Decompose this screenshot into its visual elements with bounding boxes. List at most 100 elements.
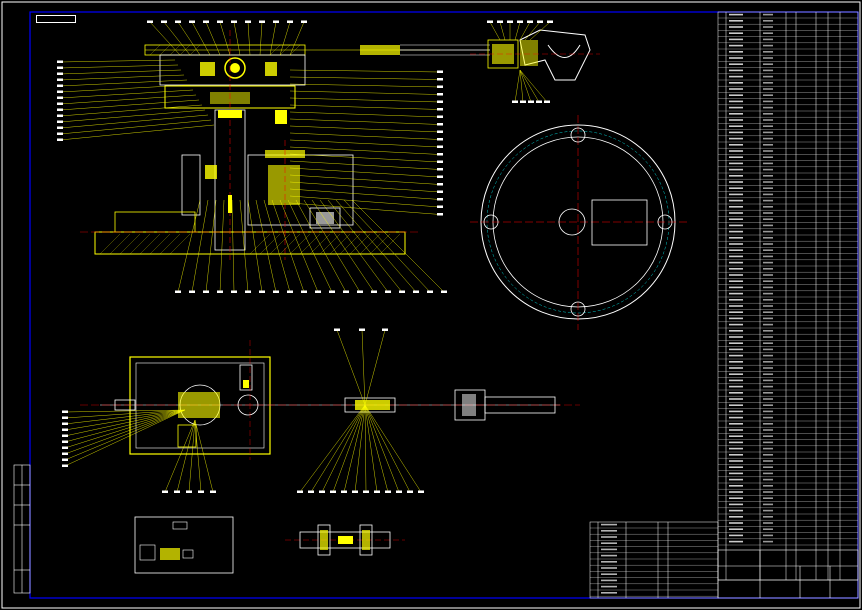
balloon-tick (437, 168, 443, 171)
leader-line (364, 404, 367, 493)
leader-line (289, 202, 441, 215)
balloon-tick (57, 90, 63, 93)
parts-row-name (763, 268, 773, 270)
leader-line (64, 409, 186, 437)
leader-line (311, 199, 375, 293)
leader-line (239, 199, 249, 293)
leader-line (289, 76, 441, 80)
parts-row-name (763, 44, 773, 47)
balloon-tick (57, 138, 63, 141)
balloon-tick (520, 100, 526, 103)
balloon-tick (57, 84, 63, 87)
balloon-tick (512, 100, 518, 103)
parts-row-code (729, 63, 743, 65)
secondary-row-code (601, 592, 617, 594)
balloon-tick (427, 290, 433, 293)
parts-row-name (763, 342, 773, 344)
main-elevation-view (80, 30, 490, 260)
parts-row-name (763, 119, 773, 121)
parts-row-code (729, 348, 743, 351)
parts-row-code (729, 317, 743, 320)
parts-row-name (763, 206, 773, 208)
balloon-tick (437, 153, 443, 156)
balloon-tick (245, 20, 251, 23)
parts-row-code (729, 187, 743, 189)
parts-row-code (729, 305, 743, 307)
leader-line (327, 199, 403, 293)
parts-row-code (729, 181, 743, 183)
balloon-tick (437, 213, 443, 216)
parts-row-code (729, 261, 743, 264)
leader-line (177, 21, 201, 56)
parts-row-name (763, 416, 773, 419)
leader-line (364, 404, 378, 493)
parts-row-name (763, 113, 773, 115)
balloon-tick (57, 96, 63, 99)
leader-line (289, 188, 441, 200)
balloon-tick (57, 132, 63, 135)
secondary-row-code (601, 585, 617, 588)
balloon-tick (217, 20, 223, 23)
leader-line (289, 139, 441, 148)
leader-line (519, 21, 531, 41)
leader-line (364, 404, 389, 493)
leader-line (364, 329, 386, 406)
balloon-tick (363, 490, 369, 493)
parts-row-name (763, 88, 773, 90)
parts-row-code (729, 472, 743, 475)
parts-row-code (729, 534, 743, 537)
balloon-tick (385, 490, 391, 493)
balloon-tick (57, 120, 63, 123)
balloon-number-marks (57, 20, 553, 493)
parts-row-name (763, 230, 773, 233)
leader-line (343, 404, 366, 493)
leader-line (59, 59, 176, 63)
balloon-tick (396, 490, 402, 493)
parts-row-code (729, 125, 743, 127)
parts-row-code (729, 249, 743, 251)
parts-row-name (763, 367, 773, 369)
balloon-tick (273, 290, 279, 293)
parts-row-name (763, 20, 773, 22)
leader-line (303, 199, 361, 293)
detail-view-a (134, 516, 234, 574)
leader-line (59, 124, 215, 141)
leader-line (321, 404, 366, 493)
parts-row-name (763, 13, 773, 16)
balloon-tick (57, 72, 63, 75)
parts-row-code (729, 503, 743, 506)
parts-row-name (763, 472, 773, 475)
leader-line (163, 21, 191, 56)
parts-row-code (729, 491, 743, 493)
leader-line (289, 153, 441, 163)
leader-line (364, 404, 411, 493)
parts-row-code (729, 100, 743, 103)
leader-line (499, 21, 506, 41)
parts-row-name (763, 255, 773, 258)
balloon-tick (57, 78, 63, 81)
balloon-tick (385, 290, 391, 293)
balloon-tick (352, 490, 358, 493)
balloon-tick (62, 458, 68, 461)
balloon-tick (507, 20, 513, 23)
leader-line (299, 404, 366, 493)
balloon-tick (308, 490, 314, 493)
leader-line (519, 69, 540, 103)
leader-line (59, 84, 191, 93)
parts-row-code (729, 280, 743, 282)
balloon-tick (210, 490, 216, 493)
balloon-tick (62, 410, 68, 413)
parts-row-code (729, 404, 743, 406)
balloon-tick (437, 78, 443, 81)
parts-row-code (729, 106, 743, 109)
balloon-tick (418, 490, 424, 493)
balloon-tick (62, 416, 68, 419)
leader-line (364, 404, 422, 493)
leader-line (59, 64, 179, 69)
leader-line (489, 21, 501, 41)
parts-row-code (729, 373, 743, 375)
parts-row-code (729, 516, 743, 518)
balloon-tick (203, 20, 209, 23)
parts-row-code (729, 429, 743, 431)
leader-line (289, 69, 441, 73)
